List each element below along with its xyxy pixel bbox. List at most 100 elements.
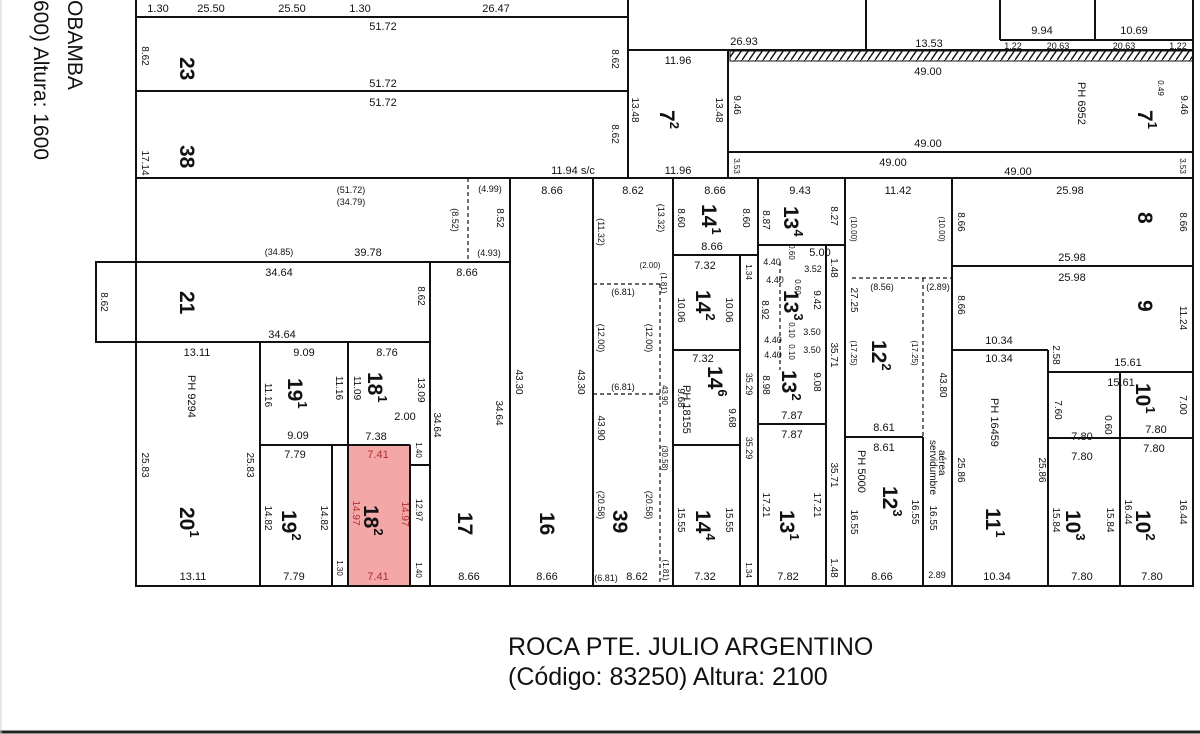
svg-text:25.98: 25.98 — [1056, 185, 1084, 197]
svg-text:25.50: 25.50 — [197, 3, 225, 15]
svg-text:7.41: 7.41 — [367, 571, 388, 583]
svg-text:8.61: 8.61 — [873, 422, 894, 434]
lot-8-label[interactable]: 8 — [1133, 212, 1156, 224]
svg-text:11.94 s/c: 11.94 s/c — [551, 165, 595, 177]
lot-14-1-label[interactable]: 141 — [697, 204, 724, 235]
svg-text:49.00: 49.00 — [879, 157, 907, 169]
svg-text:51.72: 51.72 — [369, 78, 397, 90]
hatched-strip — [729, 50, 1194, 62]
svg-text:(12.00): (12.00) — [596, 324, 606, 353]
ph-18155: PH 18155 — [680, 385, 692, 434]
svg-text:8.62: 8.62 — [622, 185, 643, 197]
svg-text:10.34: 10.34 — [985, 353, 1013, 365]
lot-16-label[interactable]: 16 — [535, 512, 558, 535]
lot-14-6-label[interactable]: 146 — [703, 366, 730, 397]
svg-text:7.80: 7.80 — [1071, 431, 1092, 443]
svg-text:11.96: 11.96 — [665, 55, 692, 67]
svg-text:8.66: 8.66 — [701, 241, 722, 253]
svg-text:11.96: 11.96 — [665, 165, 692, 177]
lot-23-label[interactable]: 23 — [175, 57, 198, 80]
lot-38-label[interactable]: 38 — [175, 145, 198, 169]
lot-12-2-label[interactable]: 122 — [867, 340, 894, 371]
svg-text:(34.85): (34.85) — [265, 247, 294, 257]
svg-text:(8.52): (8.52) — [450, 208, 460, 232]
svg-text:8.66: 8.66 — [1177, 212, 1188, 232]
svg-text:3.52: 3.52 — [804, 264, 822, 274]
svg-text:11.24: 11.24 — [1177, 306, 1188, 331]
svg-text:14.82: 14.82 — [318, 505, 329, 530]
svg-text:8.62: 8.62 — [415, 286, 426, 306]
svg-text:49.00: 49.00 — [914, 138, 942, 150]
lot-17-label[interactable]: 17 — [453, 512, 476, 535]
lot-10-3-label[interactable]: 103 — [1061, 510, 1088, 541]
lot-13-1-label[interactable]: 131 — [775, 510, 802, 541]
lot-9-label[interactable]: 9 — [1133, 300, 1156, 312]
svg-text:16.55: 16.55 — [848, 509, 859, 534]
svg-text:(20.58): (20.58) — [644, 491, 654, 520]
lot-19-1-label[interactable]: 191 — [283, 378, 310, 409]
svg-text:8.62: 8.62 — [139, 46, 150, 66]
svg-text:9.43: 9.43 — [789, 185, 810, 197]
lot-10-2-label[interactable]: 102 — [1131, 510, 1158, 541]
svg-text:0.60: 0.60 — [787, 244, 796, 260]
svg-text:25.86: 25.86 — [955, 457, 966, 482]
lot-13-4-label[interactable]: 134 — [779, 206, 806, 237]
svg-text:0.60: 0.60 — [793, 279, 802, 295]
lot-12-3-label[interactable]: 123 — [878, 486, 905, 517]
lot-19-2-label[interactable]: 192 — [277, 510, 304, 541]
svg-text:7.79: 7.79 — [283, 571, 304, 583]
svg-text:13.48: 13.48 — [713, 97, 724, 122]
svg-text:(34.79): (34.79) — [337, 197, 366, 207]
svg-text:7.32: 7.32 — [694, 571, 715, 583]
lot-39-label[interactable]: 39 — [608, 510, 631, 533]
svg-text:10.34: 10.34 — [983, 571, 1011, 583]
svg-text:8.62: 8.62 — [609, 124, 620, 144]
svg-text:(4.99): (4.99) — [478, 184, 502, 194]
svg-text:7.87: 7.87 — [781, 410, 802, 422]
svg-text:8.66: 8.66 — [536, 571, 557, 583]
svg-text:(1.81): (1.81) — [661, 560, 670, 581]
svg-text:27.25: 27.25 — [848, 287, 859, 312]
svg-text:3.50: 3.50 — [803, 345, 821, 355]
lot-18-2-highlight[interactable] — [347, 444, 411, 587]
lot-21-label[interactable]: 21 — [175, 291, 198, 315]
street-name: ROCA PTE. JULIO ARGENTINO — [508, 633, 874, 661]
svg-text:17.21: 17.21 — [811, 492, 822, 517]
svg-text:8.87: 8.87 — [760, 210, 771, 230]
svg-text:49.00: 49.00 — [1004, 166, 1032, 178]
svg-text:1.34: 1.34 — [744, 562, 753, 578]
svg-text:15.55: 15.55 — [723, 507, 734, 532]
svg-text:10.34: 10.34 — [985, 335, 1013, 347]
svg-text:25.50: 25.50 — [278, 3, 306, 15]
svg-text:1.30: 1.30 — [147, 3, 168, 15]
street-code: (Código: 83250) Altura: 2100 — [508, 663, 828, 691]
lot-20-1-label[interactable]: 201 — [175, 507, 202, 538]
svg-text:1.30: 1.30 — [349, 3, 370, 15]
lot-labels: 23 38 21 201 191 192 181 182 17 16 39 14… — [175, 57, 1160, 541]
svg-text:11.09: 11.09 — [351, 376, 362, 401]
svg-text:8.66: 8.66 — [871, 571, 892, 583]
lot-11-1-label[interactable]: 111 — [981, 508, 1008, 537]
lot-18-1-label[interactable]: 181 — [363, 372, 390, 403]
svg-text:8.92: 8.92 — [759, 300, 770, 320]
svg-text:8.66: 8.66 — [955, 295, 966, 315]
lot-14-4-label[interactable]: 144 — [691, 510, 718, 541]
svg-text:(6.81): (6.81) — [611, 287, 635, 297]
svg-text:(51.72): (51.72) — [337, 185, 366, 195]
svg-text:1.48: 1.48 — [828, 558, 839, 578]
svg-text:51.72: 51.72 — [369, 97, 397, 109]
svg-text:8.76: 8.76 — [376, 347, 397, 359]
svg-text:(2.00): (2.00) — [640, 261, 661, 270]
svg-text:9.46: 9.46 — [1178, 95, 1189, 115]
svg-text:8.62: 8.62 — [609, 49, 620, 69]
lot-10-1-label[interactable]: 101 — [1131, 383, 1158, 414]
svg-text:1.40: 1.40 — [414, 442, 423, 458]
vertical-dimensions: 8.62 8.62 8.62 17.14 8.62 13.48 13.48 9.… — [98, 46, 1189, 581]
lot-14-2-label[interactable]: 142 — [691, 290, 718, 321]
svg-text:0.10: 0.10 — [787, 344, 796, 360]
lot-7-2-label[interactable]: 72 — [655, 110, 682, 129]
svg-text:7.79: 7.79 — [284, 449, 305, 461]
svg-text:9.08: 9.08 — [811, 372, 822, 392]
lot-13-2-label[interactable]: 132 — [777, 370, 804, 401]
lot-7-1-label[interactable]: 71 — [1133, 110, 1160, 129]
